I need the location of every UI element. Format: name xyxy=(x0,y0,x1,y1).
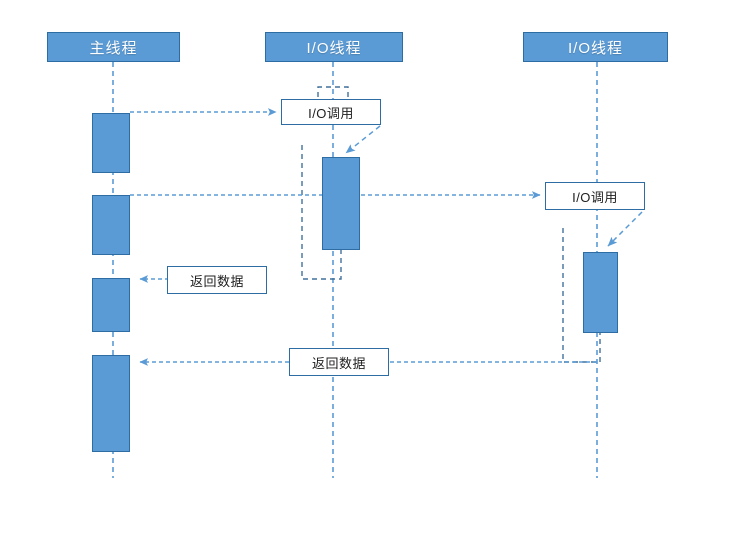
bracket-io-thread-2 xyxy=(562,228,601,363)
lifeline-header-io-thread-2[interactable]: I/O线程 xyxy=(523,32,668,62)
lifeline-header-main-thread[interactable]: 主线程 xyxy=(47,32,180,62)
lifeline-header-label: I/O线程 xyxy=(567,39,623,57)
arrow-diag-2 xyxy=(607,211,643,247)
lifeline-header-io-thread-1[interactable]: I/O线程 xyxy=(265,32,403,62)
lifeline-header-label: 主线程 xyxy=(89,39,138,57)
message-label-io-call-1[interactable]: I/O调用 xyxy=(281,99,381,125)
activation-bar-main-4[interactable] xyxy=(92,355,130,452)
message-label-return-1[interactable]: 返回数据 xyxy=(167,266,267,294)
lifeline-header-label: I/O线程 xyxy=(306,39,362,57)
message-label-text: 返回数据 xyxy=(189,273,244,289)
activation-bar-main-1[interactable] xyxy=(92,113,130,173)
activation-bar-main-2[interactable] xyxy=(92,195,130,255)
message-label-text: I/O调用 xyxy=(308,105,354,121)
activation-bar-io-2[interactable] xyxy=(583,252,618,333)
bracket-io-thread-1 xyxy=(301,86,349,280)
message-arrows xyxy=(130,108,643,366)
message-label-return-2[interactable]: 返回数据 xyxy=(289,348,389,376)
message-label-io-call-2[interactable]: I/O调用 xyxy=(545,182,645,210)
arrow-diag-1 xyxy=(345,125,381,154)
activation-bar-main-3[interactable] xyxy=(92,278,130,332)
message-label-text: 返回数据 xyxy=(311,355,366,371)
message-label-text: I/O调用 xyxy=(572,189,618,205)
activation-bar-io-1[interactable] xyxy=(322,157,360,250)
